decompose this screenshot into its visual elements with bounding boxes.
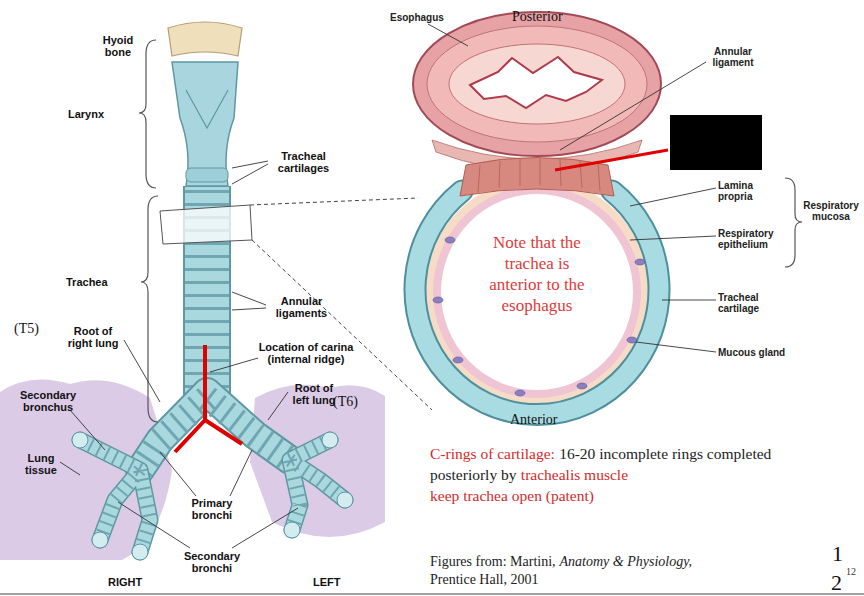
esophagus-mucosa <box>449 44 625 124</box>
part-label: Respiratory mucosa <box>800 200 862 222</box>
redaction-box <box>670 115 762 170</box>
leader-line <box>662 300 716 301</box>
mucous-gland <box>635 259 645 265</box>
part-label: Larynx <box>68 108 104 120</box>
esophagus-muscle <box>427 26 647 142</box>
leader-line <box>70 410 105 450</box>
leader-line <box>124 340 160 402</box>
primary-bronchus <box>140 392 290 470</box>
leader-line <box>636 342 716 352</box>
bracket <box>139 40 156 188</box>
larynx <box>172 62 238 186</box>
part-label: Tracheal cartilages <box>266 150 341 174</box>
leader-line <box>630 188 716 206</box>
respiratory-epithelium <box>437 190 637 394</box>
bronchus-opening <box>132 544 148 560</box>
part-label: (T6) <box>333 394 358 410</box>
part-label: Respiratory epithelium <box>718 228 790 250</box>
thyroid-cartilage <box>186 90 228 128</box>
bronchus-opening <box>284 522 300 538</box>
leader-line <box>560 62 706 150</box>
part-label: Location of carina (internal ridge) <box>250 341 362 365</box>
leader-line <box>210 358 258 372</box>
leader-lines <box>60 161 298 548</box>
source-credit: Figures from: Martini, <box>430 554 556 569</box>
leader-line <box>60 462 80 475</box>
page-number: 12 <box>846 566 856 577</box>
secondary-bronchus <box>80 440 345 552</box>
tracheal-cartilage <box>415 191 659 415</box>
bracket <box>141 196 158 422</box>
tracheal-cartilage <box>415 191 659 415</box>
leader-line <box>428 24 468 46</box>
source-credit: Anatomy & Physiology, <box>560 554 693 569</box>
note-text: trachealis muscle <box>521 466 628 483</box>
mucous-gland <box>515 390 525 396</box>
mucous-gland <box>577 383 587 389</box>
mucous-gland <box>627 337 637 343</box>
part-label: Tracheal cartilage <box>718 292 778 314</box>
part-label: Hyoid bone <box>98 34 138 58</box>
text-block: C-rings of cartilage:16-20 incomplete ri… <box>430 443 778 506</box>
part-label: Trachea <box>66 276 108 288</box>
page-number: 2 <box>831 571 842 595</box>
leader-line <box>232 161 268 184</box>
part-label: Root of right lung <box>62 325 124 349</box>
part-label: Annular ligament <box>704 46 762 68</box>
note-text: Note that the trachea is anterior to the… <box>478 232 596 316</box>
leader-line <box>160 450 252 496</box>
esophagus <box>413 12 661 156</box>
bronchus-opening <box>322 432 338 448</box>
page-number: 1 <box>832 542 843 566</box>
part-label: Anterior <box>510 412 557 428</box>
leader-lines <box>428 24 716 352</box>
bronchus-opening <box>92 532 108 548</box>
cricoid-cartilage <box>186 168 228 182</box>
mucous-gland <box>453 357 463 363</box>
part-label: Lung tissue <box>20 452 62 476</box>
part-label: LEFT <box>313 576 341 588</box>
bronchial-rings <box>140 398 290 470</box>
part-label: (T5) <box>14 321 39 337</box>
note-text: keep trachea open (patent) <box>430 485 778 506</box>
part-label: Secondary bronchus <box>12 389 84 413</box>
mucous-gland <box>445 237 455 243</box>
part-label: Annular ligaments <box>264 295 339 319</box>
pointer-line <box>555 150 668 170</box>
section-plane <box>160 205 252 244</box>
bronchial-rings <box>80 440 345 552</box>
bracket <box>785 178 802 267</box>
secondary-bronchus <box>80 440 345 552</box>
esophagus-lumen <box>470 57 602 108</box>
part-label: Mucous gland <box>718 347 798 358</box>
part-label: Primary bronchi <box>180 497 244 521</box>
carina-marker <box>175 345 242 452</box>
note-text: C-rings of cartilage: <box>430 445 555 462</box>
part-label: Posterior <box>512 9 563 25</box>
leader-line <box>630 236 716 240</box>
part-label: Esophagus <box>390 12 444 23</box>
mucous-gland <box>433 297 443 303</box>
source-credit: Prentice Hall, 2001 <box>430 571 730 589</box>
primary-bronchus <box>140 392 290 470</box>
leader-line <box>268 392 288 420</box>
part-label: Lamina propria <box>718 180 770 202</box>
hyoid-bone <box>168 22 242 56</box>
text-block: Figures from: Martini, Anatomy & Physiolo… <box>430 553 730 589</box>
muscle-fibres <box>478 158 600 192</box>
bronchus-opening <box>337 492 353 508</box>
leader-line <box>232 292 266 310</box>
part-label: Secondary bronchi <box>176 550 248 574</box>
part-label: RIGHT <box>108 576 142 588</box>
page-rule <box>0 594 864 595</box>
bronchus-opening <box>72 432 88 448</box>
